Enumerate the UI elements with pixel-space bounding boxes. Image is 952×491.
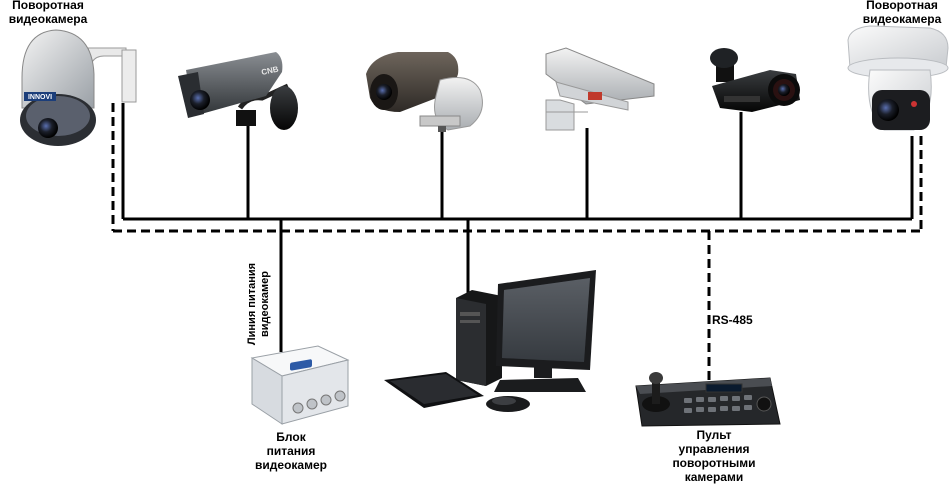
label-ptz-controller-line-2: управления (678, 442, 750, 456)
housing-camera (545, 47, 655, 131)
keyboard (384, 372, 484, 408)
label-ptz-controller-line-4: камерами (684, 470, 744, 484)
label-ptz-right-line-2: видеокамера (862, 12, 942, 26)
label-power-line-1: Линия питания (246, 262, 258, 346)
label-power-block-line-2: питания (266, 444, 316, 458)
ir-camera-black (710, 48, 800, 112)
label-rs485-text: RS-485 (712, 313, 753, 327)
label-ptz-camera-right: Поворотная видеокамера (852, 0, 952, 26)
innovi-logo: INNOVI (28, 94, 52, 101)
joystick (642, 372, 670, 412)
label-power-block-line-1: Блок (276, 430, 306, 444)
ptz-controller (635, 372, 781, 427)
control-bus-rs485 (111, 103, 923, 382)
bullet-camera-cnb: CNB (178, 52, 298, 130)
label-rs485: RS-485 (712, 313, 753, 327)
label-ptz-left-line-1: Поворотная (12, 0, 84, 12)
label-ptz-right-line-1: Поворотная (866, 0, 938, 12)
cable-glands (292, 390, 346, 414)
bullet-camera-brown (366, 52, 483, 132)
label-ptz-left-line-2: видеокамера (8, 12, 88, 26)
label-power-line: Линия питания видеокамер (246, 250, 274, 358)
cnb-logo: CNB (261, 65, 280, 77)
mouse (486, 396, 530, 412)
ptz-camera-left: INNOVI (20, 29, 137, 146)
power-bus (121, 103, 914, 352)
label-ptz-controller-line-3: поворотными (672, 456, 756, 470)
label-ptz-controller-line-1: Пульт (696, 428, 732, 442)
pc-tower (456, 290, 502, 386)
label-power-block-line-3: видеокамер (255, 458, 327, 472)
monitor (494, 270, 596, 392)
label-ptz-controller: Пульт управления поворотными камерами (654, 428, 774, 484)
workstation (384, 270, 596, 412)
controller-buttons (684, 395, 752, 413)
power-supply-box (250, 345, 350, 425)
label-power-line-2: видеокамер (259, 271, 271, 337)
label-ptz-camera-left: Поворотная видеокамера (0, 0, 96, 26)
label-power-block: Блок питания видеокамер (236, 430, 346, 472)
ptz-camera-right (847, 25, 949, 131)
